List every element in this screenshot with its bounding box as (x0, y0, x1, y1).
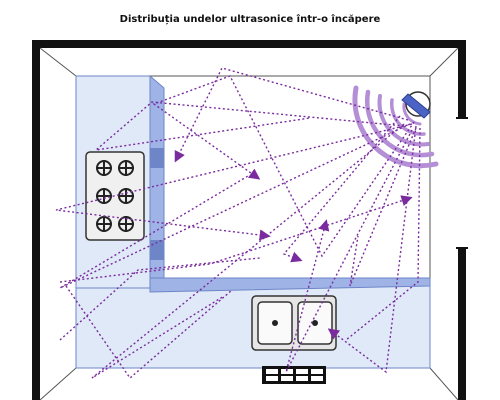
wave-path-11 (59, 195, 413, 283)
wave-path-6 (174, 67, 409, 163)
wave-path-2 (59, 123, 411, 289)
wave-path-14 (93, 101, 405, 152)
double-sink-icon (251, 295, 337, 351)
wave-path-1 (152, 75, 415, 258)
wave-path-4 (345, 127, 421, 341)
wave-path-7 (91, 123, 405, 379)
diagram-title: Distribuția undelor ultrasonice într-o î… (119, 14, 381, 25)
wave-path-13 (65, 285, 233, 380)
gas-stove-icon (85, 151, 145, 241)
wave-path-5 (55, 123, 413, 241)
wave-path-12 (59, 257, 261, 341)
floor-drain-grate-icon (262, 366, 326, 384)
wave-paths (55, 67, 421, 380)
wave-path-3 (327, 125, 417, 374)
door-opening (456, 118, 468, 248)
wave-path-10 (282, 115, 401, 263)
ultrasonic-emitter-icon (401, 91, 431, 119)
wave-path-9 (349, 127, 417, 287)
